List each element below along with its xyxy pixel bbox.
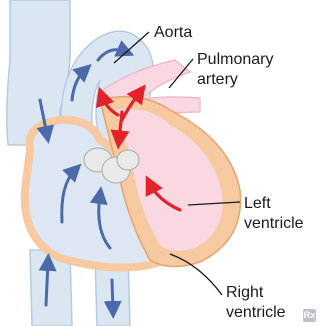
label-left-ventricle-line2: ventricle [244, 214, 304, 233]
label-right-ventricle-line1: Right [226, 283, 263, 302]
label-left-ventricle-line1: Left [244, 194, 271, 213]
label-pulmonary-artery-line2: artery [197, 70, 238, 89]
label-aorta: Aorta [154, 23, 192, 42]
label-pulmonary-artery-line1: Pulmonary [197, 50, 273, 69]
label-right-ventricle-line2: ventricle [226, 303, 286, 322]
rx-logo: Rx [303, 309, 316, 322]
